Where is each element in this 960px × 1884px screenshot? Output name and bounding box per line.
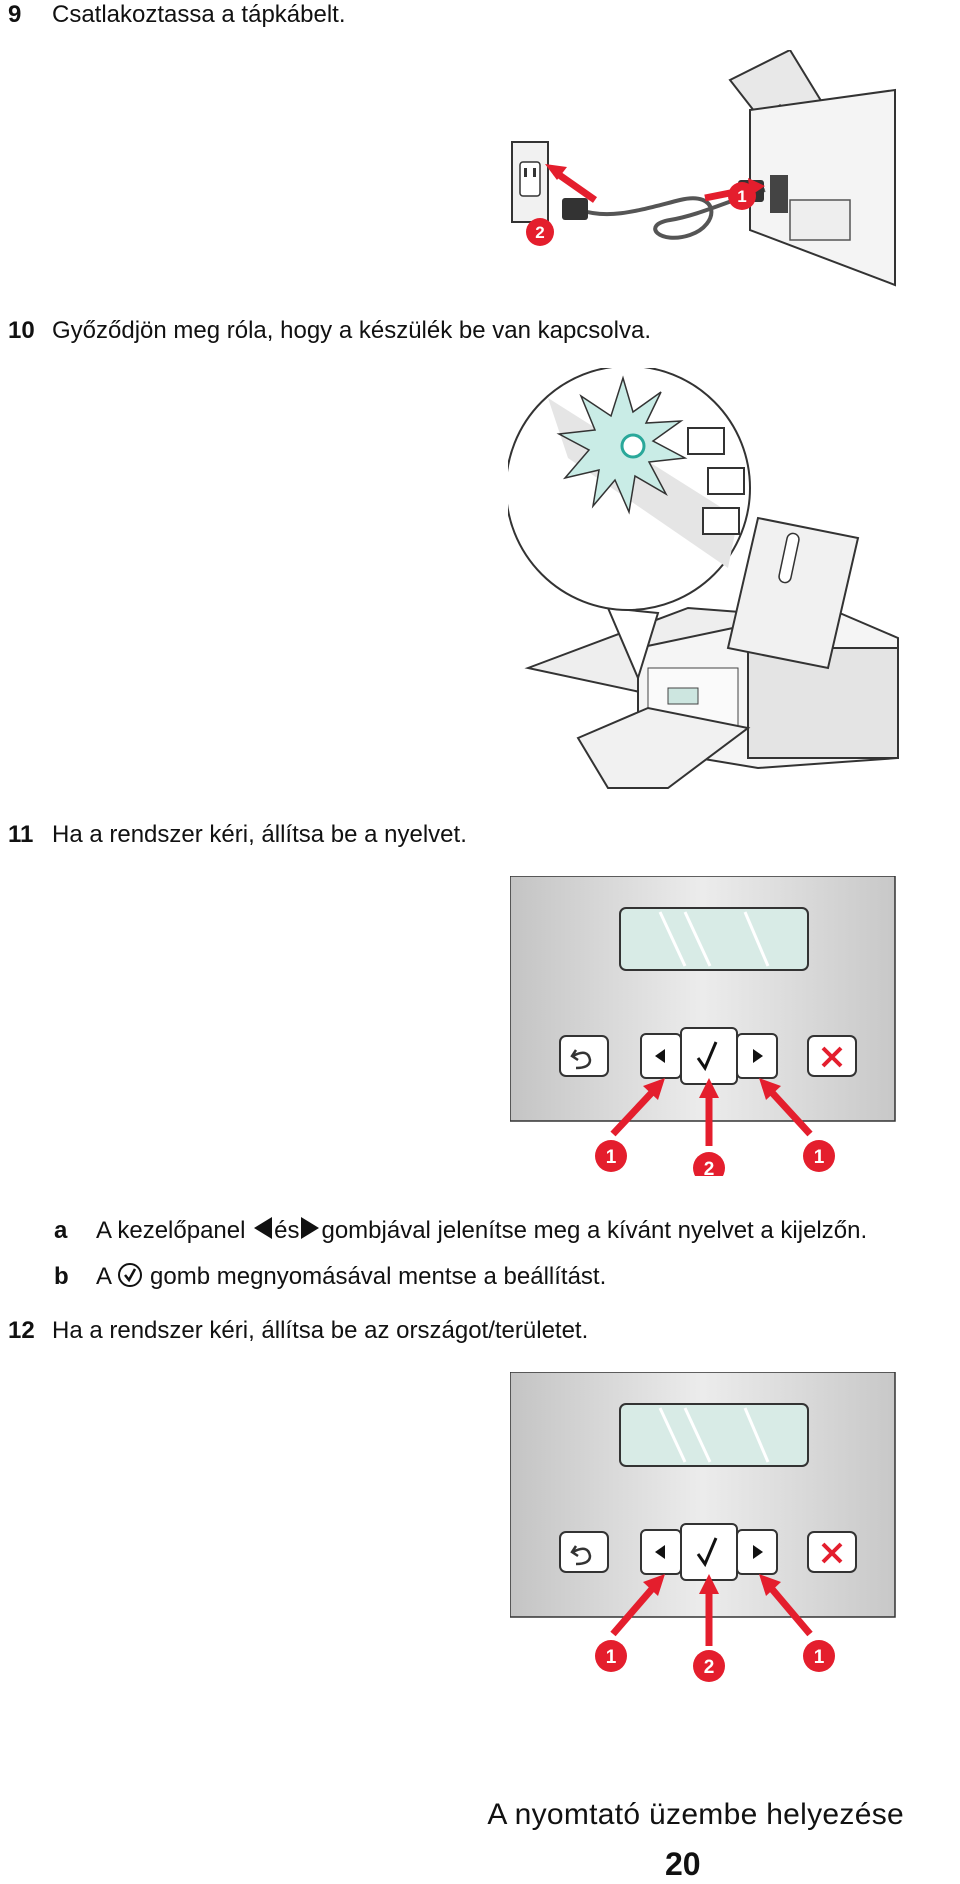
callout-1: 1 bbox=[803, 1640, 835, 1672]
step-text: Ha a rendszer kéri, állítsa be a nyelvet… bbox=[52, 821, 467, 848]
substep-text: A kezelőpanel bbox=[96, 1217, 246, 1244]
callout-1: 1 bbox=[728, 182, 756, 210]
power-cable-figure: 1 2 bbox=[511, 50, 896, 287]
step-9: 9 Csatlakoztassa a tápkábelt. bbox=[8, 0, 346, 30]
left-arrow-icon bbox=[254, 1217, 273, 1239]
callout-2: 2 bbox=[693, 1152, 725, 1176]
back-button bbox=[559, 1035, 609, 1077]
control-panel-figure-2: 1 2 1 bbox=[510, 1372, 896, 1682]
step-text: Ha a rendszer kéri, állítsa be az ország… bbox=[52, 1317, 589, 1344]
power-cable bbox=[579, 188, 766, 240]
svg-text:2: 2 bbox=[704, 1159, 715, 1176]
svg-text:1: 1 bbox=[606, 1147, 617, 1168]
footer-section-title: A nyomtató üzembe helyezése bbox=[487, 1798, 904, 1831]
printer-back bbox=[728, 50, 896, 287]
control-panel-figure-1: 1 2 1 bbox=[510, 876, 896, 1176]
step-10: 10 Győződjön meg róla, hogy a készülék be… bbox=[8, 316, 651, 346]
plug bbox=[562, 198, 588, 220]
step-text: Csatlakoztassa a tápkábelt. bbox=[52, 1, 346, 28]
callout-1: 1 bbox=[595, 1140, 627, 1172]
substep-text: A bbox=[96, 1263, 111, 1290]
callout-1: 1 bbox=[803, 1140, 835, 1172]
svg-text:1: 1 bbox=[737, 187, 746, 206]
svg-text:1: 1 bbox=[606, 1647, 617, 1668]
page-number: 20 bbox=[665, 1846, 701, 1882]
svg-text:1: 1 bbox=[814, 1647, 825, 1668]
back-button bbox=[559, 1531, 609, 1573]
substep-a: a A kezelőpanel és gombjával jelenítse meg… bbox=[54, 1216, 867, 1246]
step-11: 11 Ha a rendszer kéri, állítsa be a nyelv… bbox=[8, 820, 467, 850]
power-button-icon bbox=[620, 433, 646, 459]
svg-text:2: 2 bbox=[535, 223, 544, 242]
step-12: 12 Ha a rendszer kéri, állítsa be az orsz… bbox=[8, 1316, 588, 1346]
substep-text: és bbox=[274, 1217, 300, 1244]
wall-outlet bbox=[511, 141, 549, 223]
substep-letter: a bbox=[54, 1217, 68, 1244]
step-number: 12 bbox=[8, 1317, 35, 1344]
svg-text:1: 1 bbox=[814, 1147, 825, 1168]
display-screen bbox=[619, 1403, 809, 1467]
substep-text: gombjával jelenítse meg a kívánt nyelvet… bbox=[321, 1217, 868, 1244]
display-screen bbox=[619, 907, 809, 971]
step-text: Győződjön meg róla, hogy a készülék be v… bbox=[52, 317, 652, 344]
check-button-icon bbox=[118, 1263, 143, 1287]
callout-1: 1 bbox=[595, 1640, 627, 1672]
right-arrow-icon bbox=[301, 1217, 320, 1239]
callout-2: 2 bbox=[693, 1650, 725, 1682]
zoom-callout bbox=[508, 368, 751, 681]
step-number: 11 bbox=[8, 821, 34, 848]
arrow bbox=[552, 169, 598, 203]
callout-2: 2 bbox=[526, 218, 554, 246]
step-number: 9 bbox=[8, 1, 22, 28]
power-on-figure bbox=[508, 368, 899, 789]
substep-text: gomb megnyomásával mentse a beállítást. bbox=[150, 1263, 607, 1290]
svg-text:2: 2 bbox=[704, 1657, 715, 1678]
step-number: 10 bbox=[8, 317, 35, 344]
substep-letter: b bbox=[54, 1263, 69, 1290]
